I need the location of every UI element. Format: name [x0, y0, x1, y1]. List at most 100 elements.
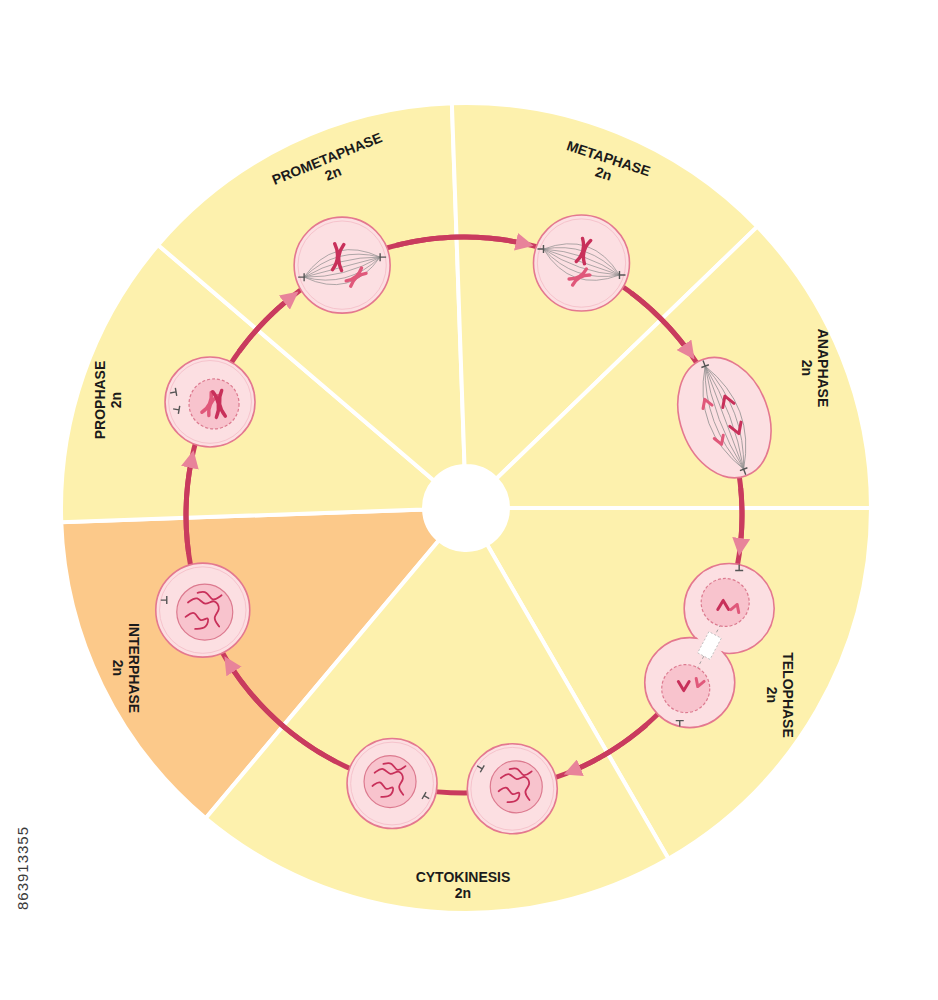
phase-text: PROPHASE	[92, 361, 108, 440]
phase-label: PROPHASE2n	[92, 361, 124, 440]
centrosome	[298, 273, 304, 281]
cell-illustration	[294, 217, 390, 313]
cell-cytoplasm	[686, 565, 773, 652]
phase-label: ANAPHASE2n	[799, 329, 831, 408]
chromosome	[569, 269, 590, 285]
cell-membrane	[347, 739, 437, 829]
watermark-number: 863913355	[14, 826, 31, 910]
chromatid	[731, 603, 741, 612]
chromatin	[198, 592, 222, 600]
centrosome	[735, 564, 743, 570]
cell-illustration	[347, 739, 557, 834]
chromatid	[694, 679, 704, 688]
cell-illustration	[645, 563, 774, 727]
cycle-arrow	[397, 237, 527, 245]
spindle-fiber	[304, 250, 380, 278]
chromatid	[678, 682, 689, 691]
cell-membrane	[661, 344, 787, 491]
spindle-fiber	[304, 257, 380, 277]
spindle-fiber	[695, 366, 744, 473]
spindle-fiber	[304, 254, 380, 277]
nucleus	[364, 756, 416, 808]
phase-sector	[206, 540, 669, 913]
cycle-arrow	[570, 725, 646, 772]
phase-text: 2n	[764, 652, 780, 738]
chromosome	[332, 244, 343, 271]
chromatin	[383, 763, 405, 770]
chromosome	[346, 268, 366, 286]
chromatid	[700, 398, 712, 409]
sector-group	[61, 103, 871, 913]
phase-text: TELOPHASE	[780, 652, 796, 738]
chromatid	[718, 600, 729, 609]
cycle-arrow	[228, 662, 335, 761]
cycle-arrow	[239, 296, 293, 352]
spindle-fiber	[304, 257, 380, 277]
phase-text: 2n	[416, 885, 511, 901]
nucleus	[189, 379, 239, 429]
chromatin	[372, 782, 393, 797]
spindle-fiber	[304, 257, 380, 277]
chromosome	[576, 238, 590, 263]
centrosome	[676, 721, 684, 727]
chromatid	[730, 422, 745, 436]
nucleus	[662, 665, 710, 713]
cell-inner-edge	[169, 361, 252, 444]
cell-illustration	[533, 215, 629, 311]
center-hole	[424, 466, 508, 550]
cell-inner-edge	[471, 747, 554, 830]
chromatin	[186, 613, 209, 629]
phase-label: TELOPHASE2n	[764, 652, 796, 738]
edge-group	[186, 237, 742, 772]
centrosome	[475, 762, 484, 772]
phase-text: ANAPHASE	[815, 329, 831, 408]
spindle-fiber	[705, 360, 759, 469]
chromosome	[213, 390, 226, 417]
midbody	[698, 632, 722, 660]
cell-membrane	[294, 217, 390, 313]
cell-group	[156, 215, 788, 834]
cell-inner-edge	[537, 219, 625, 307]
cell-membrane	[467, 744, 557, 834]
phase-text: 2n	[799, 329, 815, 408]
chromatin	[510, 768, 532, 775]
centrosome	[699, 359, 709, 367]
cell-illustration	[165, 357, 255, 447]
nucleus	[177, 584, 233, 640]
spindle-fiber	[705, 366, 744, 469]
chromatin	[499, 788, 520, 803]
phase-label: INTERPHASE2n	[110, 623, 142, 713]
cell-membrane	[533, 215, 629, 311]
nucleus	[490, 761, 542, 813]
centrosome	[161, 596, 167, 604]
centrosome	[619, 271, 625, 279]
cell-inner-edge	[351, 742, 434, 825]
cycle-arrow	[631, 293, 690, 354]
spindle-fiber	[700, 366, 744, 471]
cell-illustration	[661, 344, 787, 491]
cell-membrane	[156, 563, 250, 657]
centrosome	[537, 245, 543, 253]
spindle-fiber	[705, 362, 754, 469]
phase-sector	[158, 103, 464, 480]
cycle-ring	[186, 237, 742, 793]
cell-membrane	[165, 357, 255, 447]
centrosome	[422, 792, 431, 802]
cycle-arrow	[186, 457, 192, 553]
cell-illustration	[156, 563, 250, 657]
phase-label: CYTOKINESIS2n	[416, 869, 511, 901]
cell-inner-edge	[160, 567, 246, 653]
cell-inner-edge	[298, 221, 386, 309]
centrosome	[172, 405, 179, 414]
phase-text: CYTOKINESIS	[416, 869, 511, 885]
chromatid	[714, 435, 726, 446]
cell-cytoplasm	[646, 639, 733, 726]
centrosome	[740, 468, 750, 476]
phase-text: 2n	[108, 361, 124, 440]
cycle-arrow	[740, 488, 742, 549]
phase-text: INTERPHASE	[126, 623, 142, 713]
centrosome	[169, 388, 176, 397]
phase-text: 2n	[110, 623, 126, 713]
